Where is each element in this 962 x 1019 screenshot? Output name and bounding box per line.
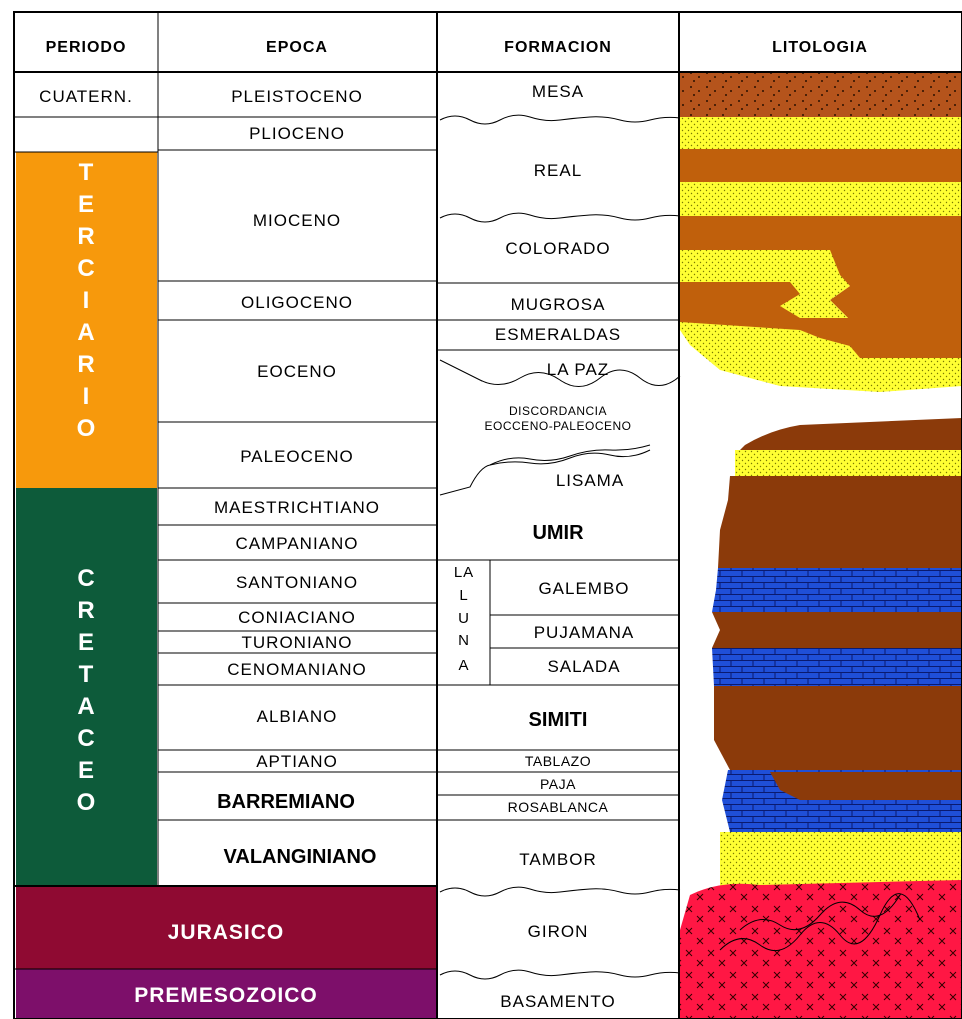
terciario-letter-5: I [83, 287, 90, 314]
epoch-pleistoceno: PLEISTOCENO [231, 87, 363, 106]
litho-mudstone-3 [714, 686, 962, 770]
epoch-paleoceno: PALEOCENO [240, 447, 354, 466]
cretaceo-block [16, 488, 157, 886]
terciario-block [16, 152, 157, 488]
litho-sand-1 [680, 117, 962, 149]
epoch-santoniano: SANTONIANO [236, 573, 358, 592]
litho-basement [680, 975, 962, 1019]
cretaceo-letter-4: T [79, 661, 94, 688]
terciario-letter-8: I [83, 383, 90, 410]
litho-mudstone-1 [718, 476, 962, 568]
formation-giron: GIRON [528, 922, 589, 941]
litho-sand-5 [720, 832, 962, 890]
cretaceo-letter-6: C [77, 725, 94, 752]
jurasico-block [16, 886, 438, 969]
formation-basamento: BASAMENTO [500, 992, 615, 1011]
formation-rosablanca: ROSABLANCA [508, 799, 609, 815]
la-luna-letter-2: L [459, 587, 468, 604]
litho-red-beds [680, 880, 962, 975]
epoch-aptiano: APTIANO [256, 752, 338, 771]
terciario-letter-4: C [77, 255, 94, 282]
period-cuaternario: CUATERN. [39, 87, 133, 106]
epoch-campaniano: CAMPANIANO [235, 534, 358, 553]
header-periodo: PERIODO [46, 39, 127, 56]
litho-mudstone-top [740, 418, 962, 450]
litho-red-wavy-2 [739, 894, 901, 931]
cretaceo-letter-3: E [78, 629, 94, 656]
litho-sand-2 [680, 182, 962, 216]
cretaceo-letter-2: R [77, 597, 94, 624]
litho-conglomerate-mesa [680, 72, 962, 117]
epoch-eoceno: EOCENO [257, 362, 337, 381]
cretaceo-letter-8: O [77, 789, 96, 816]
epoch-valanginiano: VALANGINIANO [224, 846, 377, 868]
formation-lisama: LISAMA [556, 471, 624, 490]
lithology-column [680, 72, 962, 1019]
epoch-mioceno: MIOCENO [253, 211, 341, 230]
epoch-oligoceno: OLIGOCENO [241, 293, 353, 312]
terciario-letter-3: R [77, 223, 94, 250]
cretaceo-letter-7: E [78, 757, 94, 784]
cretaceo-letter-5: A [77, 693, 94, 720]
formation-mugrosa: MUGROSA [511, 295, 606, 314]
formation-galembo: GALEMBO [538, 579, 629, 598]
formation-colorado: COLORADO [505, 239, 610, 258]
litho-mudstone-4 [770, 772, 962, 800]
epoch-maestrichtiano: MAESTRICHTIANO [214, 498, 380, 517]
formation-paja: PAJA [540, 776, 576, 792]
epoch-barremiano: BARREMIANO [217, 791, 355, 813]
period-jurasico: JURASICO [168, 921, 285, 944]
terciario-letter-9: O [77, 415, 96, 442]
litho-limestone-2 [712, 648, 962, 686]
formation-mesa: MESA [532, 82, 584, 101]
formation-la-paz: LA PAZ [547, 360, 609, 379]
formation-real: REAL [534, 161, 582, 180]
la-luna-letter-3: U [458, 610, 470, 627]
grid-lines [13, 11, 962, 1019]
header-formacion: FORMACION [504, 39, 612, 56]
litho-shale-1 [680, 149, 962, 182]
epoch-coniaciano: CONIACIANO [238, 608, 356, 627]
litho-shale-3 [680, 282, 962, 358]
litho-mudstone-2 [712, 612, 962, 648]
epoch-turoniano: TURONIANO [242, 633, 353, 652]
la-luna-letter-5: A [458, 657, 469, 674]
terciario-letter-1: T [79, 159, 94, 186]
terciario-letter-7: R [77, 351, 94, 378]
formation-eocceno-paleoceno: EOCCENO-PALEOCENO [485, 419, 632, 433]
terciario-letter-2: E [78, 191, 94, 218]
formation-pujamana: PUJAMANA [534, 623, 635, 642]
formation-salada: SALADA [547, 657, 620, 676]
formation-tablazo: TABLAZO [525, 753, 591, 769]
epoch-plioceno: PLIOCENO [249, 124, 345, 143]
litho-sand-4 [735, 450, 962, 476]
formation-simiti: SIMITI [529, 709, 588, 731]
premesozoico-block [16, 969, 438, 1019]
formation-esmeraldas: ESMERALDAS [495, 325, 621, 344]
formation-discordancia: DISCORDANCIA [509, 404, 607, 418]
epoch-cenomaniano: CENOMANIANO [227, 660, 366, 679]
la-luna-letter-4: N [458, 632, 470, 649]
header-epoca: EPOCA [266, 39, 328, 56]
formation-umir: UMIR [532, 522, 584, 544]
period-premesozoico: PREMESOZOICO [134, 984, 318, 1007]
la-luna-letter-1: LA [454, 564, 474, 581]
litho-limestone-1 [712, 568, 962, 612]
epoch-albiano: ALBIANO [257, 707, 338, 726]
terciario-letter-6: A [77, 319, 94, 346]
litho-red-wavy-1 [719, 893, 921, 952]
header-litologia: LITOLOGIA [772, 39, 868, 56]
cretaceo-letter-1: C [77, 565, 94, 592]
formation-tambor: TAMBOR [519, 850, 596, 869]
